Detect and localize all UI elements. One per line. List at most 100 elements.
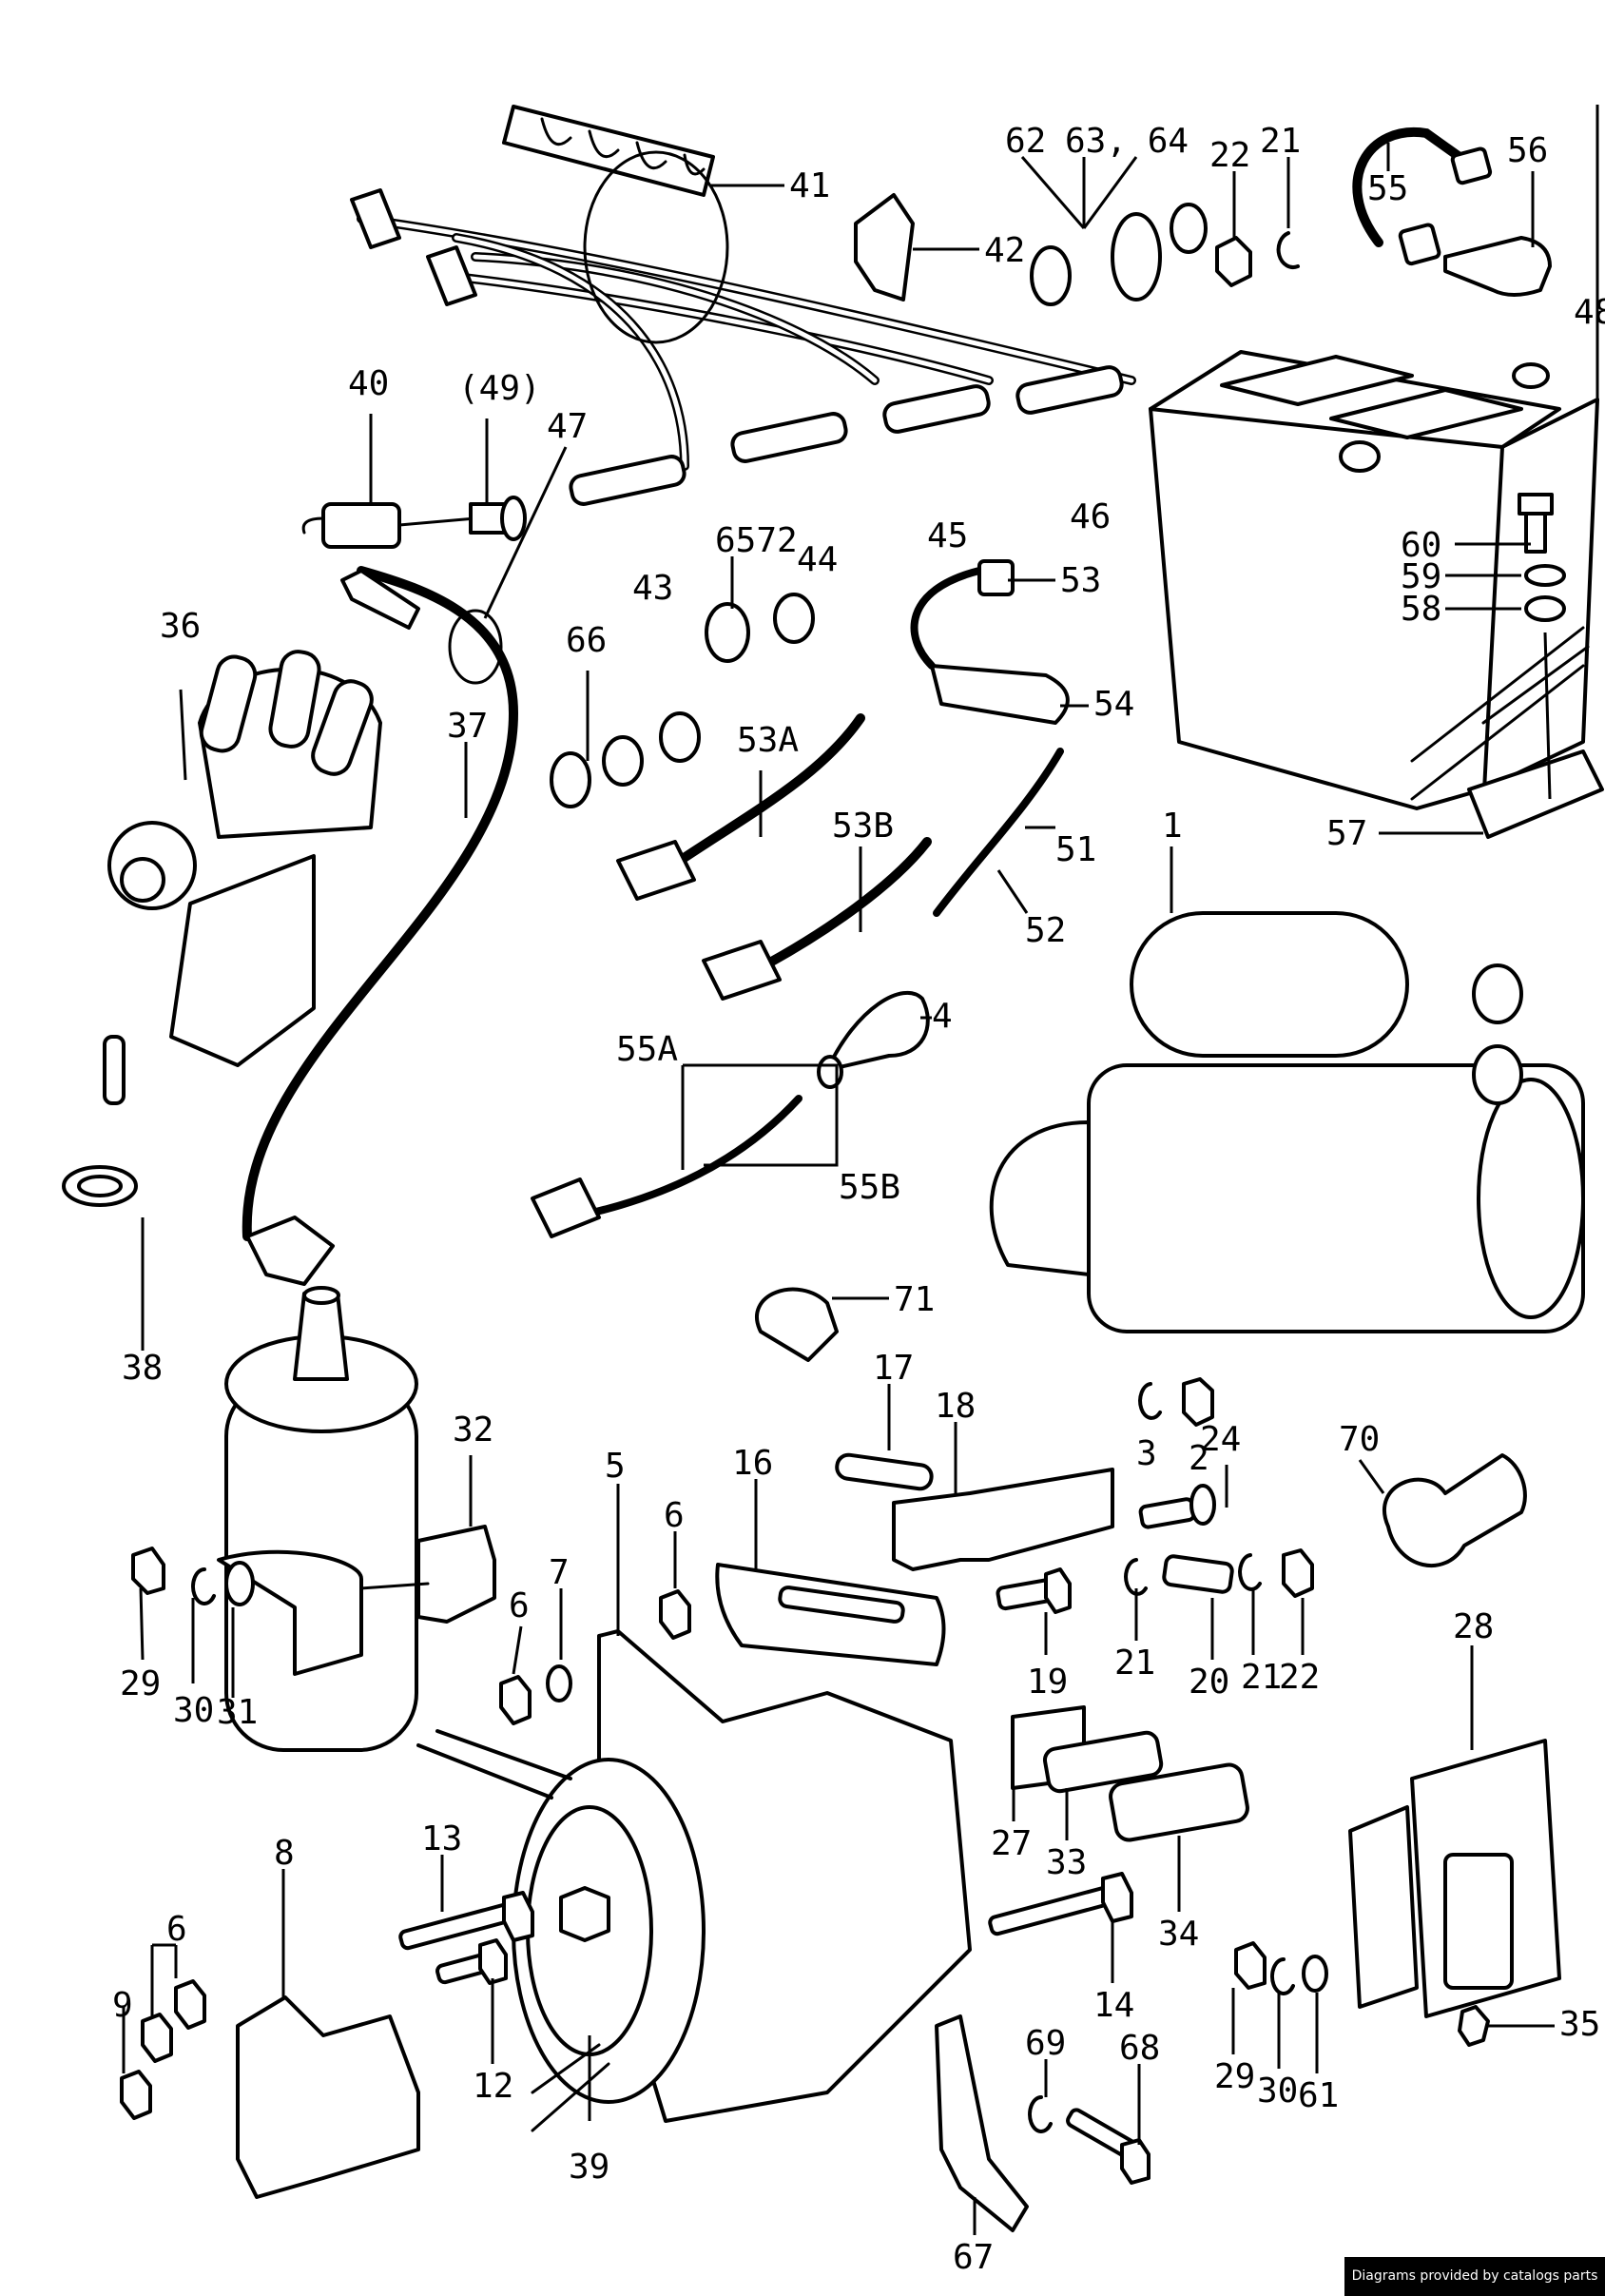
callout-label-30a: 30 [173, 1691, 214, 1730]
spring-washer-part [191, 1567, 216, 1605]
callout-label-29b: 29 [1214, 2057, 1255, 2096]
callout-label-61: 61 [1298, 2076, 1339, 2115]
callout-label-52: 52 [1025, 911, 1066, 950]
callout-label-28: 28 [1453, 1607, 1494, 1646]
washer-part [224, 1561, 255, 1606]
callout-label-6364: 63, 64 [1065, 122, 1189, 161]
rubber-boot-part [825, 990, 930, 1072]
callout-label-24: 24 [1200, 1420, 1241, 1459]
nut-35-part [1458, 2005, 1490, 2047]
callout-label-71: 71 [894, 1280, 935, 1319]
callout-label-43: 43 [632, 569, 673, 608]
callout-label-37: 37 [447, 707, 488, 746]
callout-label-67: 67 [953, 2238, 994, 2277]
callout-label-41: 41 [789, 166, 830, 205]
brush-holder-part [1011, 1705, 1249, 1842]
alternator-part [416, 1629, 972, 2132]
bolt-20-part [1162, 1554, 1234, 1594]
ignition-coil-part [217, 1286, 496, 1752]
callout-label-69: 69 [1025, 2024, 1066, 2063]
callout-label-9: 9 [112, 1986, 133, 2025]
callout-label-55a: 55A [616, 1030, 678, 1069]
spring-washer-part [1138, 1382, 1162, 1420]
callout-label-35: 35 [1559, 2005, 1600, 2044]
terminal-clamp-part [930, 664, 1070, 725]
callout-label-1: 1 [1162, 807, 1183, 846]
ground-strap-part [1352, 126, 1464, 247]
battery-part [1149, 350, 1604, 839]
callout-label-2: 2 [1189, 1439, 1209, 1478]
callout-label-12: 12 [473, 2067, 513, 2106]
callout-label-45: 45 [927, 516, 968, 555]
ground-cable-part [933, 748, 1064, 917]
callout-label-6b: 6 [509, 1586, 530, 1625]
callout-label-18: 18 [935, 1387, 976, 1426]
callout-label-53: 53 [1060, 561, 1101, 600]
hose-clip-part [1020, 156, 1208, 306]
callout-label-62: 62 [1005, 122, 1046, 161]
nut-part [1182, 1377, 1214, 1427]
callout-label-22a: 22 [1209, 136, 1250, 175]
callout-label-44: 44 [797, 540, 838, 579]
clip-71-part [755, 1287, 839, 1362]
callout-label-6c: 6 [166, 1910, 187, 1949]
distributor-part [103, 650, 382, 1105]
callout-label-39: 39 [569, 2148, 609, 2187]
spring-washer-part [1276, 231, 1300, 269]
callout-label-42: 42 [984, 231, 1025, 270]
callout-label-21c: 21 [1241, 1658, 1282, 1697]
callout-label-32: 32 [453, 1411, 493, 1450]
callout-label-56: 56 [1507, 131, 1548, 170]
voltage-regulator-part [1348, 1739, 1561, 2018]
callout-label-53b: 53B [832, 807, 894, 846]
callout-label-38: 38 [122, 1349, 163, 1388]
callout-label-60: 60 [1401, 526, 1441, 565]
callout-label-17: 17 [873, 1349, 914, 1388]
callout-label-55: 55 [1367, 169, 1408, 208]
callout-label-57: 57 [1326, 814, 1367, 853]
spark-plug-part [301, 496, 527, 549]
callout-label-49: (49) [458, 369, 541, 408]
callout-label-53a: 53A [737, 721, 799, 760]
callout-label-70: 70 [1339, 1420, 1380, 1459]
nut-part [499, 1675, 532, 1725]
callout-label-68: 68 [1119, 2029, 1160, 2068]
callout-label-14: 14 [1093, 1986, 1134, 2025]
callout-label-55b: 55B [839, 1168, 900, 1207]
callout-label-3: 3 [1136, 1434, 1157, 1473]
nut-part [131, 1547, 165, 1595]
callout-label-27: 27 [991, 1824, 1032, 1863]
cap-clip-part [854, 193, 915, 302]
bolt-24-part [1138, 1497, 1196, 1529]
callout-label-22b: 22 [1279, 1658, 1320, 1697]
callout-label-4: 4 [932, 997, 953, 1036]
callout-label-21b: 21 [1114, 1644, 1155, 1683]
bracket-18-part [892, 1468, 1114, 1571]
terminal-boot-part [1383, 1453, 1527, 1568]
callout-label-46: 46 [1070, 497, 1111, 536]
callout-label-7: 7 [549, 1553, 570, 1592]
callout-label-33: 33 [1046, 1843, 1087, 1882]
callout-label-66: 66 [566, 621, 607, 660]
callout-label-51: 51 [1055, 830, 1096, 869]
alternator-mount-part [236, 1995, 420, 2199]
starter-motor-part [989, 911, 1585, 1333]
callout-label-13: 13 [421, 1819, 462, 1858]
callout-label-48: 48 [1574, 293, 1605, 332]
callout-label-19: 19 [1027, 1663, 1068, 1702]
lead-holder-part [502, 105, 715, 197]
washer-part [1524, 595, 1566, 622]
callout-label-21a: 21 [1260, 122, 1301, 161]
callout-label-30b: 30 [1257, 2072, 1298, 2111]
bolt-14-part [988, 1885, 1113, 1936]
callout-label-59: 59 [1401, 557, 1441, 596]
callout-label-58: 58 [1401, 590, 1441, 629]
callout-label-54: 54 [1093, 685, 1134, 724]
cable-clips-part [550, 593, 815, 808]
cable-53a-part [661, 713, 865, 875]
diagram-credit: Diagrams provided by catalogs parts [1344, 2257, 1605, 2296]
callout-label-29a: 29 [120, 1664, 161, 1703]
spring-washer-part [1524, 564, 1566, 587]
